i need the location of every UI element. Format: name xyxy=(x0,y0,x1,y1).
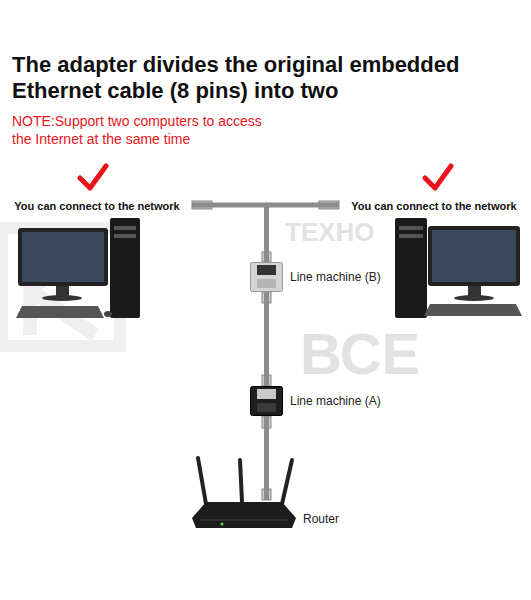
antenna xyxy=(198,458,206,504)
router-label: Router xyxy=(303,512,339,526)
router-body xyxy=(192,456,296,532)
router-node: Router xyxy=(192,500,296,532)
mouse xyxy=(104,311,112,317)
screen xyxy=(22,232,104,282)
adapter-side xyxy=(257,403,276,412)
monitor-base xyxy=(42,295,82,301)
computer-node: You can connect to the network xyxy=(2,196,192,332)
adapter-body xyxy=(250,262,283,292)
watermark-frame xyxy=(2,228,120,346)
computer-caption: You can connect to the network xyxy=(351,198,516,212)
ethernet-cable xyxy=(264,416,269,500)
screen xyxy=(432,230,516,282)
part-label: Line machine (A) xyxy=(290,394,381,408)
keyboard xyxy=(16,306,104,318)
computer-caption: You can connect to the network xyxy=(14,198,179,212)
adapter-side xyxy=(257,279,276,288)
drive-bay xyxy=(399,226,423,230)
adapter-housing xyxy=(251,387,283,416)
router-housing xyxy=(192,502,296,528)
page-title: The adapter divides the original embedde… xyxy=(12,52,524,105)
checkmark-right xyxy=(425,166,451,188)
monitor-stand xyxy=(56,286,69,296)
adapter-housing xyxy=(251,263,283,292)
watermark: ВСЕ xyxy=(300,318,420,391)
drive-bay xyxy=(399,234,423,238)
ethernet-cable xyxy=(192,205,267,262)
keyboard xyxy=(424,304,522,316)
drive-bay xyxy=(114,226,136,230)
watermark-logo xyxy=(2,228,120,346)
monitor xyxy=(18,228,108,286)
drive-bay xyxy=(114,234,136,238)
status-light xyxy=(221,523,224,526)
adapter-node: Line machine (B) xyxy=(250,262,283,292)
adapter-port xyxy=(257,389,276,399)
adapter-node: Line machine (A) xyxy=(250,386,283,416)
checkmark-left xyxy=(80,166,106,188)
part-label: Line machine (B) xyxy=(290,270,381,284)
tower xyxy=(110,218,140,318)
monitor-base xyxy=(454,295,494,301)
checkmark xyxy=(80,166,451,188)
router-edge xyxy=(200,520,288,521)
computer-left xyxy=(16,218,140,318)
monitor xyxy=(428,226,520,286)
ethernet-cable xyxy=(264,292,269,386)
antenna xyxy=(282,460,292,504)
computer-right xyxy=(395,218,522,318)
computer-node: You can connect to the network xyxy=(339,196,529,332)
watermark: ТЕХНО xyxy=(285,216,375,249)
antenna xyxy=(240,460,242,502)
monitor-stand xyxy=(468,286,481,296)
adapter-port xyxy=(257,265,276,275)
tower xyxy=(395,218,427,318)
adapter-body xyxy=(250,386,283,416)
note-text: NOTE:Support two computers to access the… xyxy=(12,113,280,148)
